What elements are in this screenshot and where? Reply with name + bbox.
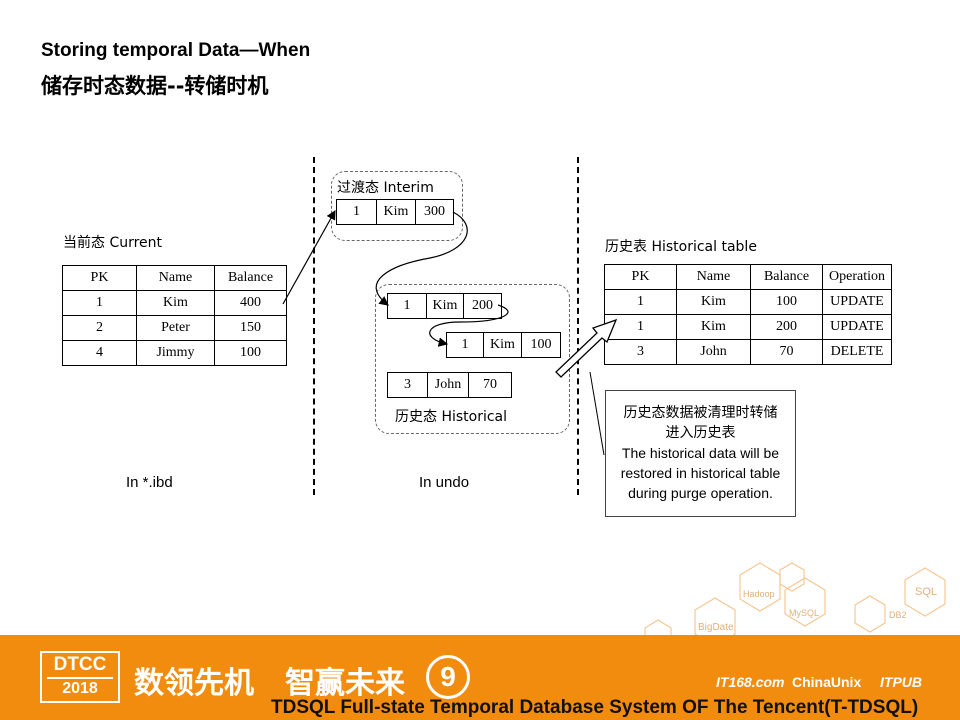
cell: John [676, 339, 751, 365]
slogan-b: 智赢未来 [285, 666, 405, 701]
undo-record-3: 3 John 70 [387, 372, 512, 398]
note-connector [589, 371, 605, 456]
field-pk: 1 [388, 294, 427, 318]
cell: Jimmy [136, 340, 215, 366]
cell: 4 [62, 340, 137, 366]
sponsor-chinaunix: ChinaUnix [792, 674, 862, 690]
hex-tag: MySQL [789, 608, 820, 618]
field-balance: 70 [483, 377, 497, 392]
banner [0, 635, 960, 720]
arrow-current-to-interim [282, 209, 336, 305]
cell: 70 [750, 339, 823, 365]
current-col-balance: Balance [214, 265, 287, 291]
undo-record-2: 1 Kim 100 [446, 332, 561, 358]
purge-note: 历史态数据被清理时转储 进入历史表 The historical data wi… [605, 390, 796, 517]
arrow-undo-chain [429, 304, 509, 347]
title-en: Storing temporal Data—When [41, 40, 311, 61]
sponsor-it168: IT168.com [716, 674, 785, 690]
dtcc-logo: DTCC 2018 [40, 651, 120, 703]
note-en-line2: restored in historical table [620, 465, 781, 481]
current-col-pk: PK [62, 265, 137, 291]
field-pk: 3 [388, 373, 428, 397]
arrow-interim-to-undo [375, 211, 468, 306]
cell: 150 [214, 315, 287, 341]
dtcc-logo-text: DTCC [53, 654, 107, 675]
cell: Kim [676, 289, 751, 315]
field-name: John [428, 373, 469, 397]
hist-col-operation: Operation [822, 264, 892, 290]
cell: 1 [62, 290, 137, 316]
hex-tag: BigDate [698, 622, 734, 633]
zone-label-undo: In undo [419, 474, 470, 491]
historical-undo-label: 历史态 Historical [395, 409, 508, 425]
field-balance: 300 [424, 204, 445, 219]
table-row: 4 Jimmy 100 [62, 340, 287, 366]
interim-box [331, 171, 463, 241]
purge-arrow [555, 318, 618, 378]
hex-tag: DB2 [889, 610, 907, 620]
field-name: Kim [484, 333, 522, 357]
hist-col-pk: PK [604, 264, 677, 290]
hist-col-balance: Balance [750, 264, 823, 290]
title-cn: 储存时态数据--转储时机 [41, 74, 269, 98]
dtcc-logo-year: 2018 [47, 677, 113, 699]
hex-tag: Hadoop [743, 589, 775, 599]
zone-divider-left [313, 157, 315, 495]
note-en-line3: during purge operation. [628, 485, 773, 501]
cell: 400 [214, 290, 287, 316]
table-row: 3 John 70 DELETE [604, 339, 892, 365]
field-pk: 1 [447, 333, 484, 357]
field-balance: 200 [472, 298, 493, 313]
sponsor-itpub: ITPUB [880, 674, 922, 690]
cell: 2 [62, 315, 137, 341]
current-label: 当前态 Current [63, 235, 163, 251]
zone-label-ibd: In *.ibd [126, 474, 173, 491]
hex-tag: SQL [915, 586, 938, 598]
field-name: Kim [427, 294, 464, 318]
note-cn-line2: 进入历史表 [665, 425, 736, 441]
undo-record-1: 1 Kim 200 [387, 293, 502, 319]
zone-divider-right [577, 157, 579, 495]
footer-title: TDSQL Full-state Temporal Database Syste… [271, 697, 919, 718]
cell: UPDATE [822, 314, 892, 340]
current-table: PK Name Balance 1 Kim 400 2 Peter 150 4 … [62, 265, 287, 366]
table-row: 2 Peter 150 [62, 315, 287, 341]
cell: UPDATE [822, 289, 892, 315]
cell: DELETE [822, 339, 892, 365]
historical-table: PK Name Balance Operation 1 Kim 100 UPDA… [604, 264, 892, 365]
hist-col-name: Name [676, 264, 751, 290]
field-balance: 100 [530, 337, 552, 352]
cell: 100 [214, 340, 287, 366]
nine-logo: 9 [426, 655, 470, 699]
note-cn-line1: 历史态数据被清理时转储 [623, 405, 778, 421]
field-name: Kim [377, 200, 416, 224]
interim-record: 1 Kim 300 [336, 199, 454, 225]
historical-header-row: PK Name Balance Operation [604, 264, 892, 290]
interim-label: 过渡态 Interim [337, 180, 434, 196]
field-pk: 1 [337, 200, 377, 224]
historical-table-label: 历史表 Historical table [605, 239, 757, 255]
note-en-line1: The historical data will be [621, 445, 780, 461]
cell: 3 [604, 339, 677, 365]
slogan-a: 数领先机 [134, 666, 254, 701]
